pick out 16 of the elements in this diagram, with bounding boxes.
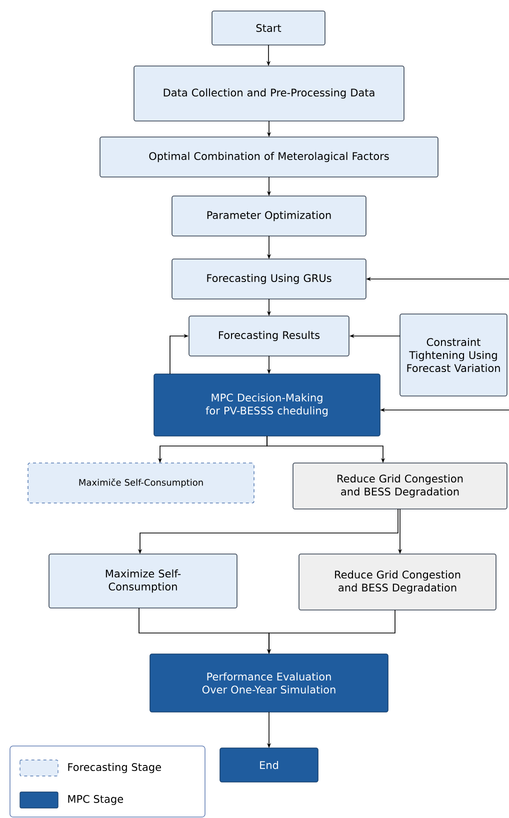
- dashed-box: Maximiče Self-Consumption: [28, 462, 254, 504]
- process-box: Maximize Self-Consumption: [48, 554, 238, 608]
- process-box: Reduce Grid Congestion and BESS Degradation: [292, 462, 508, 510]
- process-box: Constraint Tightening Using Forecast Variation: [400, 314, 508, 396]
- legend-label: MPC Stage: [68, 795, 124, 805]
- process-box: Parameter Optimization: [172, 196, 366, 236]
- process-box: Performance Evaluation Over One-Year Simulation: [150, 654, 388, 712]
- process-box: Start: [212, 10, 326, 46]
- process-box: MPC Decision-Making for PV-BESSS cheduling: [154, 374, 380, 436]
- process-box: Forecasting Using GRUs: [172, 258, 366, 300]
- process-box: End: [220, 748, 318, 782]
- process-box: Forecasting Results: [188, 316, 350, 356]
- process-box: Data Collection and Pre-Processing Data: [134, 66, 404, 122]
- legend-label: Forecasting Stage: [68, 762, 161, 774]
- process-box: Optimal Combination of Meterolagical Factors: [100, 136, 438, 178]
- process-box: Reduce Grid Congestion and BESS Degradation: [298, 554, 496, 610]
